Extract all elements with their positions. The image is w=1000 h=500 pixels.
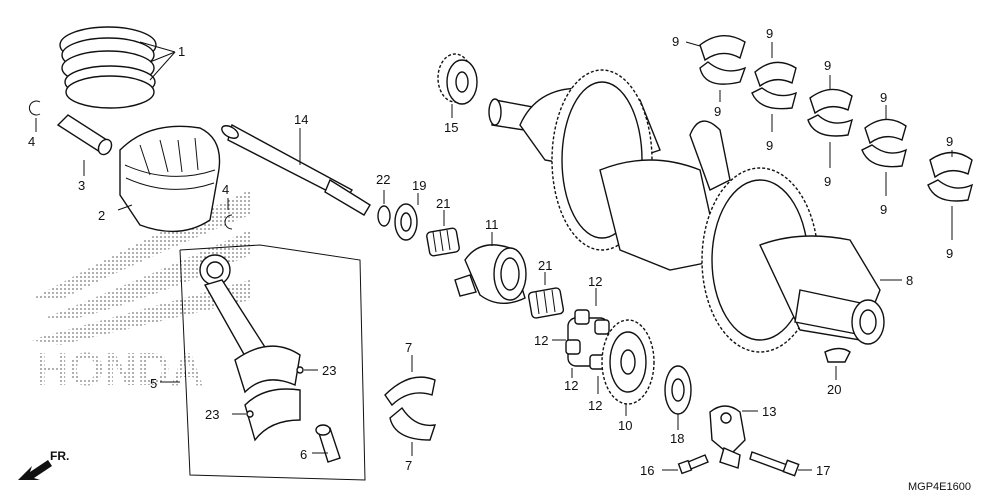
damper-rubbers <box>552 288 610 394</box>
dowel-pin-upper <box>296 366 318 374</box>
callout-13: 13 <box>762 404 776 419</box>
gear-hub <box>454 232 527 304</box>
primary-gear-washer <box>664 365 692 430</box>
callout-4-upper: 4 <box>28 134 35 149</box>
front-direction-arrow: FR. <box>18 449 69 480</box>
honda-watermark-text: HONDA <box>35 343 204 395</box>
needle-bearing-lower <box>527 272 565 319</box>
callout-9-3: 9 <box>766 26 773 41</box>
callout-23-lower: 23 <box>205 407 219 422</box>
connecting-rod-bearing-upper <box>384 355 436 407</box>
callout-1: 1 <box>178 44 185 59</box>
callout-8: 8 <box>906 273 913 288</box>
dowel-pin-lower <box>232 410 254 418</box>
callout-23-upper: 23 <box>322 363 336 378</box>
needle-bearing-upper <box>426 210 460 257</box>
callout-12-left: 12 <box>534 333 548 348</box>
callout-10: 10 <box>618 418 632 433</box>
callout-5: 5 <box>150 376 157 391</box>
callout-11: 11 <box>485 217 499 232</box>
callout-3: 3 <box>78 178 85 193</box>
flange-bolt-short <box>662 454 709 475</box>
callout-16: 16 <box>640 463 654 478</box>
callout-9-6: 9 <box>824 174 831 189</box>
callout-22: 22 <box>376 172 390 187</box>
flange-bolt-long <box>749 451 812 477</box>
callout-4-lower: 4 <box>222 182 229 197</box>
callout-17: 17 <box>816 463 830 478</box>
connecting-rod-assembly <box>160 244 366 481</box>
callout-6: 6 <box>300 447 307 462</box>
woodruff-key <box>824 347 851 380</box>
callout-9-4: 9 <box>766 138 773 153</box>
thin-washer <box>377 190 391 227</box>
piston-pin-clip-lower <box>224 198 233 230</box>
callout-9-2: 9 <box>714 104 721 119</box>
connecting-rod-bearing-lower <box>389 406 437 456</box>
callout-12-mid: 12 <box>564 378 578 393</box>
starter-driven-gear <box>437 53 478 118</box>
callout-12-bottom: 12 <box>588 398 602 413</box>
main-bearing-shells <box>685 35 974 240</box>
piston-pin-clip-upper <box>28 100 41 132</box>
bracket <box>709 405 758 469</box>
callout-18: 18 <box>670 431 684 446</box>
callout-9-9: 9 <box>946 134 953 149</box>
primary-shaft <box>221 123 371 216</box>
rod-bolt <box>312 424 341 463</box>
callout-9-8: 9 <box>880 202 887 217</box>
callout-21-upper: 21 <box>436 196 450 211</box>
piston-pin <box>56 114 113 176</box>
callout-7-upper: 7 <box>405 340 412 355</box>
diagram-code: MGP4E1600 <box>908 481 971 493</box>
callout-2: 2 <box>98 208 105 223</box>
callout-15: 15 <box>444 120 458 135</box>
piston <box>117 125 221 233</box>
piston-rings <box>59 26 176 109</box>
callout-19: 19 <box>412 178 426 193</box>
primary-drive-gear <box>601 319 655 416</box>
callout-20: 20 <box>827 382 841 397</box>
front-direction-label: FR. <box>50 449 69 463</box>
callout-9-7: 9 <box>880 90 887 105</box>
callout-9-10: 9 <box>946 246 953 261</box>
callout-9-5: 9 <box>824 58 831 73</box>
crankshaft <box>488 69 902 353</box>
thrust-washer <box>394 193 419 241</box>
callout-12-top: 12 <box>588 274 602 289</box>
callout-7-lower: 7 <box>405 458 412 473</box>
callout-9-1: 9 <box>672 34 679 49</box>
callout-21-lower: 21 <box>538 258 552 273</box>
callout-14: 14 <box>294 112 308 127</box>
